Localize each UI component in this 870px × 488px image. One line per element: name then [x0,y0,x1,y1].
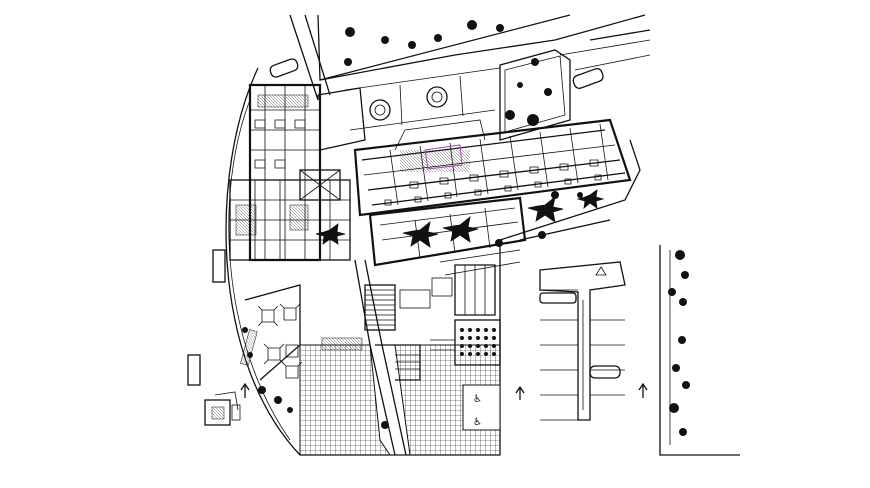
courtyard [240,284,303,381]
trees [242,20,690,436]
tree-icon [434,34,442,42]
tree-icon [381,36,389,44]
tree-icon [505,110,515,120]
main-building [353,118,632,217]
car-icon [572,67,604,89]
tree-icon [577,192,583,198]
wheelchair-icon: ♿ [473,417,482,428]
car-icon [589,365,621,379]
auditorium [430,319,501,366]
arrow-up-icon [638,382,648,398]
tree-icon [551,191,559,199]
tree-icon [258,386,266,394]
tree-icon [679,298,687,306]
tree-icon [242,327,248,333]
parking-lot [539,261,626,421]
tree-icon [544,88,552,96]
central-core [354,259,496,381]
tree-icon [274,396,282,404]
lower-building [315,189,605,267]
arrow-up-icon [240,382,250,398]
tree-icon [527,114,539,126]
tree-icon [531,58,539,66]
tree-icon [682,381,690,389]
direction-arrows [240,382,648,400]
tree-icon [538,231,546,239]
car-icon [269,58,299,78]
tree-icon [344,58,352,66]
tree-icon [381,421,389,429]
car-icon [187,354,201,386]
plaza: ♿ ♿ [299,337,501,456]
tree-icon [467,20,477,30]
tree-icon [345,27,355,37]
tree-icon [408,41,416,49]
park-area [499,49,571,141]
tree-icon [669,403,679,413]
west-wing [229,67,501,262]
tree-icon [679,428,687,436]
annex [204,391,241,426]
wheelchair-icon: ♿ [473,394,482,405]
tree-icon [672,364,680,372]
car-icon [539,292,577,304]
car-icon [212,249,226,283]
tree-icon [668,288,676,296]
tree-icon [675,250,685,260]
arrow-up-icon [515,385,525,400]
tree-icon [287,407,293,413]
tree-icon [496,24,504,32]
tree-icon [678,336,686,344]
furniture-details [254,119,602,276]
tree-icon [681,271,689,279]
tree-icon [517,82,523,88]
